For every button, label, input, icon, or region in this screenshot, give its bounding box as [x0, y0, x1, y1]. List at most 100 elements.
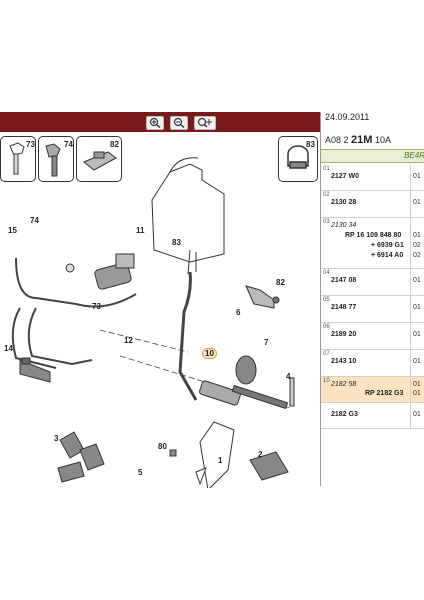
- engine-variant-label: BE4R: [404, 151, 424, 160]
- part-number[interactable]: + 6939 G1: [371, 242, 404, 249]
- part-quantity: 01: [413, 173, 421, 180]
- clutch-hose-drawing: [178, 271, 198, 401]
- callout-10[interactable]: 10: [202, 348, 217, 359]
- master-cylinder-drawing: [199, 355, 295, 410]
- clamp-83-drawing: [287, 145, 309, 169]
- callout-83-box[interactable]: 83: [306, 140, 315, 149]
- part-quantity: 01: [413, 232, 421, 239]
- callout-80[interactable]: 80: [158, 442, 167, 451]
- row-index: 05: [323, 297, 330, 303]
- fluid-reservoir-drawing: [151, 157, 225, 275]
- exploded-parts-diagram[interactable]: 73 74 82 83 74 15 11 83 82 6 73 14 12 10…: [0, 132, 320, 488]
- zoom-out-button[interactable]: [170, 116, 188, 130]
- callout-7[interactable]: 7: [264, 338, 269, 347]
- part-number[interactable]: 2182 G3: [331, 411, 358, 418]
- part-box-83[interactable]: [278, 136, 318, 182]
- callout-74-box[interactable]: 74: [64, 140, 73, 149]
- pedal-assembly-drawing: [195, 421, 235, 488]
- engine-variant-strip: BE4R: [321, 149, 424, 163]
- column-divider: [410, 218, 411, 268]
- part-number[interactable]: 2148 77: [331, 304, 357, 311]
- callout-82-box[interactable]: 82: [110, 140, 119, 149]
- part-quantity: 01: [413, 390, 421, 397]
- part-number[interactable]: + 6914 A0: [371, 252, 404, 259]
- zoom-in-button[interactable]: [146, 116, 164, 130]
- callout-6[interactable]: 6: [236, 308, 241, 317]
- catalog-date: 24.09.2011: [325, 112, 370, 122]
- part-quantity: 01: [413, 331, 421, 338]
- row-index: 06: [323, 324, 330, 330]
- parts-catalog-viewer: 73 74 82 83 74 15 11 83 82 6 73 14 12 10…: [0, 112, 424, 488]
- callout-74[interactable]: 74: [30, 216, 39, 225]
- reference-main: 21M: [351, 134, 373, 146]
- zoom-out-icon: [173, 117, 185, 131]
- part-number[interactable]: 2130 34: [331, 222, 357, 229]
- part-number[interactable]: 2189 20: [331, 331, 357, 338]
- column-divider: [410, 350, 411, 376]
- callout-12[interactable]: 12: [124, 336, 133, 345]
- callout-14[interactable]: 14: [4, 344, 13, 353]
- bolt-73-drawing: [9, 142, 25, 175]
- zoom-fit-icon: [197, 117, 213, 131]
- part-number[interactable]: 2130 28: [331, 199, 357, 206]
- column-divider: [410, 377, 411, 402]
- part-quantity: 01: [413, 277, 421, 284]
- part-number[interactable]: 2147 08: [331, 277, 357, 284]
- callout-73-box[interactable]: 73: [26, 140, 35, 149]
- catalog-reference: A08 2 21M 10A: [325, 134, 391, 146]
- reference-suffix: 10A: [374, 135, 391, 145]
- diagram-drawing: [9, 142, 309, 488]
- bracket-14-drawing: [19, 357, 51, 383]
- part-number[interactable]: 2127 W0: [331, 173, 360, 180]
- column-divider: [410, 403, 411, 428]
- callout-83[interactable]: 83: [172, 238, 181, 247]
- part-number[interactable]: 2143 10: [331, 358, 357, 365]
- switch-6-drawing: [245, 285, 280, 309]
- part-quantity: 01: [413, 411, 421, 418]
- part-quantity: 01: [413, 304, 421, 311]
- column-divider: [410, 296, 411, 322]
- reference-prefix: A08 2: [325, 135, 349, 145]
- row-index: 07: [323, 351, 330, 357]
- clip-82-drawing: [83, 151, 117, 171]
- callout-82[interactable]: 82: [276, 278, 285, 287]
- row-index: 10: [323, 378, 330, 384]
- callout-5[interactable]: 5: [138, 468, 143, 477]
- part-quantity: 02: [413, 242, 421, 249]
- part-number[interactable]: 2182 58: [331, 381, 357, 388]
- callout-2[interactable]: 2: [258, 450, 263, 459]
- clutch-pipe-drawing: [15, 257, 137, 308]
- callout-15[interactable]: 15: [8, 226, 17, 235]
- part-number[interactable]: RP 2182 G3: [365, 390, 404, 397]
- callout-1[interactable]: 1: [218, 456, 223, 465]
- zoom-fit-button[interactable]: [194, 116, 216, 130]
- bolt-74-drawing: [45, 143, 61, 177]
- slave-cylinder-drawing: [65, 253, 135, 290]
- column-divider: [410, 323, 411, 349]
- callout-4[interactable]: 4: [286, 372, 291, 381]
- row-index: 03: [323, 219, 330, 225]
- callout-73[interactable]: 73: [92, 302, 101, 311]
- callout-11[interactable]: 11: [136, 226, 145, 235]
- callout-3[interactable]: 3: [54, 434, 59, 443]
- row-index: 04: [323, 270, 330, 276]
- part-quantity: 02: [413, 252, 421, 259]
- part-number[interactable]: RP 16 109 848 80: [345, 232, 402, 239]
- row-index: 01: [323, 166, 330, 172]
- parts-table-row[interactable]: 2182 G3 01: [321, 403, 424, 429]
- column-divider: [410, 269, 411, 295]
- exploded-diagram-panel: 73 74 82 83 74 15 11 83 82 6 73 14 12 10…: [0, 112, 320, 488]
- diagram-toolbar: [0, 114, 320, 132]
- part-quantity: 01: [413, 199, 421, 206]
- column-divider: [410, 165, 411, 190]
